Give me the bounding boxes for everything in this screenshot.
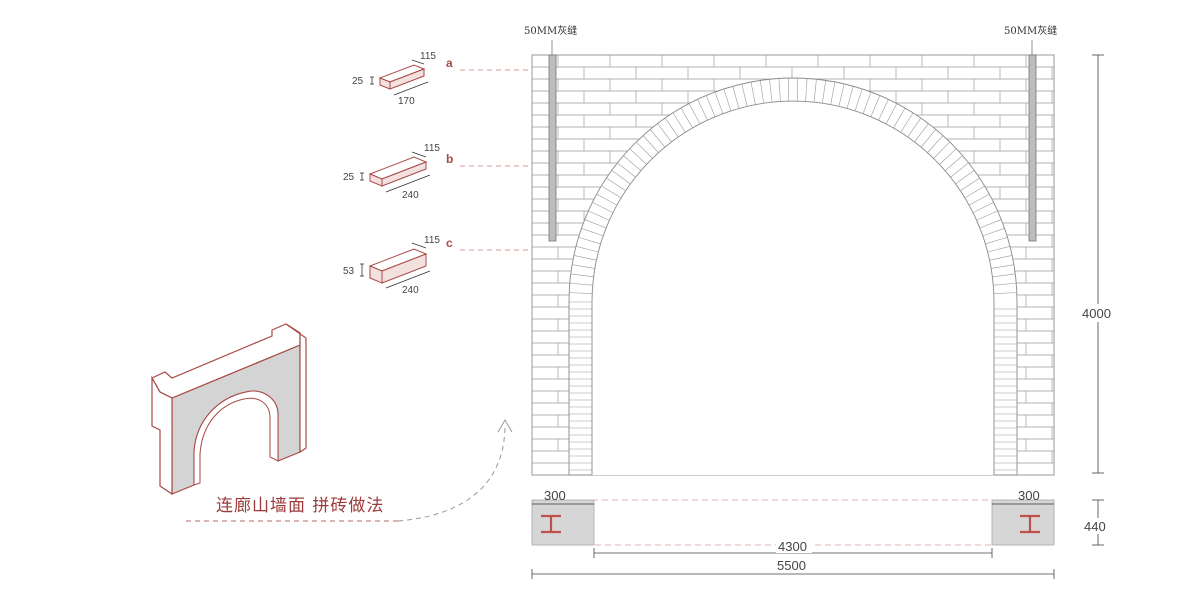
arch-opening — [568, 77, 1018, 476]
total-label-bg — [775, 558, 811, 572]
wall-elevation: 50MM灰缝 50MM灰缝 — [524, 24, 1057, 476]
brick-spec-c: 115 53 240 c — [343, 235, 540, 296]
brick-a-width: 115 — [420, 51, 436, 62]
brick-c-length: 240 — [402, 285, 419, 296]
foundation-plan: 300 300 — [531, 488, 1055, 546]
brick-c-tag: c — [446, 236, 453, 250]
base-height: 440 — [1084, 519, 1106, 534]
pier-left-block — [531, 499, 595, 546]
opening-width: 4300 — [778, 539, 807, 554]
pier-right-width: 300 — [1018, 488, 1040, 503]
steel-i-beam-left-icon — [541, 514, 561, 534]
brick-b-tag: b — [446, 152, 453, 166]
steel-i-beam-right-icon — [1020, 514, 1040, 534]
brick-c-thickness: 53 — [343, 266, 355, 277]
height-dimension — [1092, 54, 1104, 474]
wall-model-right-pier — [285, 323, 307, 454]
brick-spec-b: 115 25 240 b — [343, 143, 540, 201]
brick-b-length: 240 — [402, 190, 419, 201]
brick-spec-a: 115 25 170 a — [352, 51, 540, 107]
base-label-bg — [1082, 518, 1114, 534]
brick-c-width: 115 — [424, 235, 440, 246]
brick-a-length: 170 — [398, 96, 415, 107]
brick-c-dimension-lines — [360, 242, 431, 289]
height-value: 4000 — [1082, 306, 1111, 321]
pointer-curve-arrow — [397, 424, 506, 522]
wall-model-arch-soffit — [193, 390, 279, 486]
arrow-head-icon — [497, 419, 513, 433]
height-label-bg — [1080, 304, 1116, 322]
brick-c-icon — [368, 248, 428, 284]
total-width-dimension — [531, 569, 1055, 579]
isometric-wall-model — [151, 323, 307, 496]
mortar-joint-right — [1028, 54, 1037, 242]
brick-b-thickness: 25 — [343, 172, 355, 183]
brick-b-width: 115 — [424, 143, 440, 154]
mortar-joint-right-label: 50MM灰缝 — [1004, 24, 1057, 37]
brick-a-dimension-lines — [370, 59, 429, 96]
mortar-joint-left-label: 50MM灰缝 — [524, 24, 577, 37]
brick-a-tag: a — [446, 56, 453, 70]
opening-label-bg — [776, 539, 812, 553]
wall-model-left-pier — [151, 375, 173, 496]
pier-right-block — [991, 499, 1055, 546]
mortar-joint-left — [548, 54, 557, 242]
brick-a-thickness: 25 — [352, 76, 364, 87]
brick-a-icon — [378, 64, 426, 90]
total-width: 5500 — [777, 558, 806, 573]
drawing-title: 连廊山墙面 拼砖做法 — [216, 496, 384, 516]
brick-b-dimension-lines — [360, 151, 431, 193]
brick-b-icon — [368, 156, 428, 187]
pier-left-width: 300 — [544, 488, 566, 503]
